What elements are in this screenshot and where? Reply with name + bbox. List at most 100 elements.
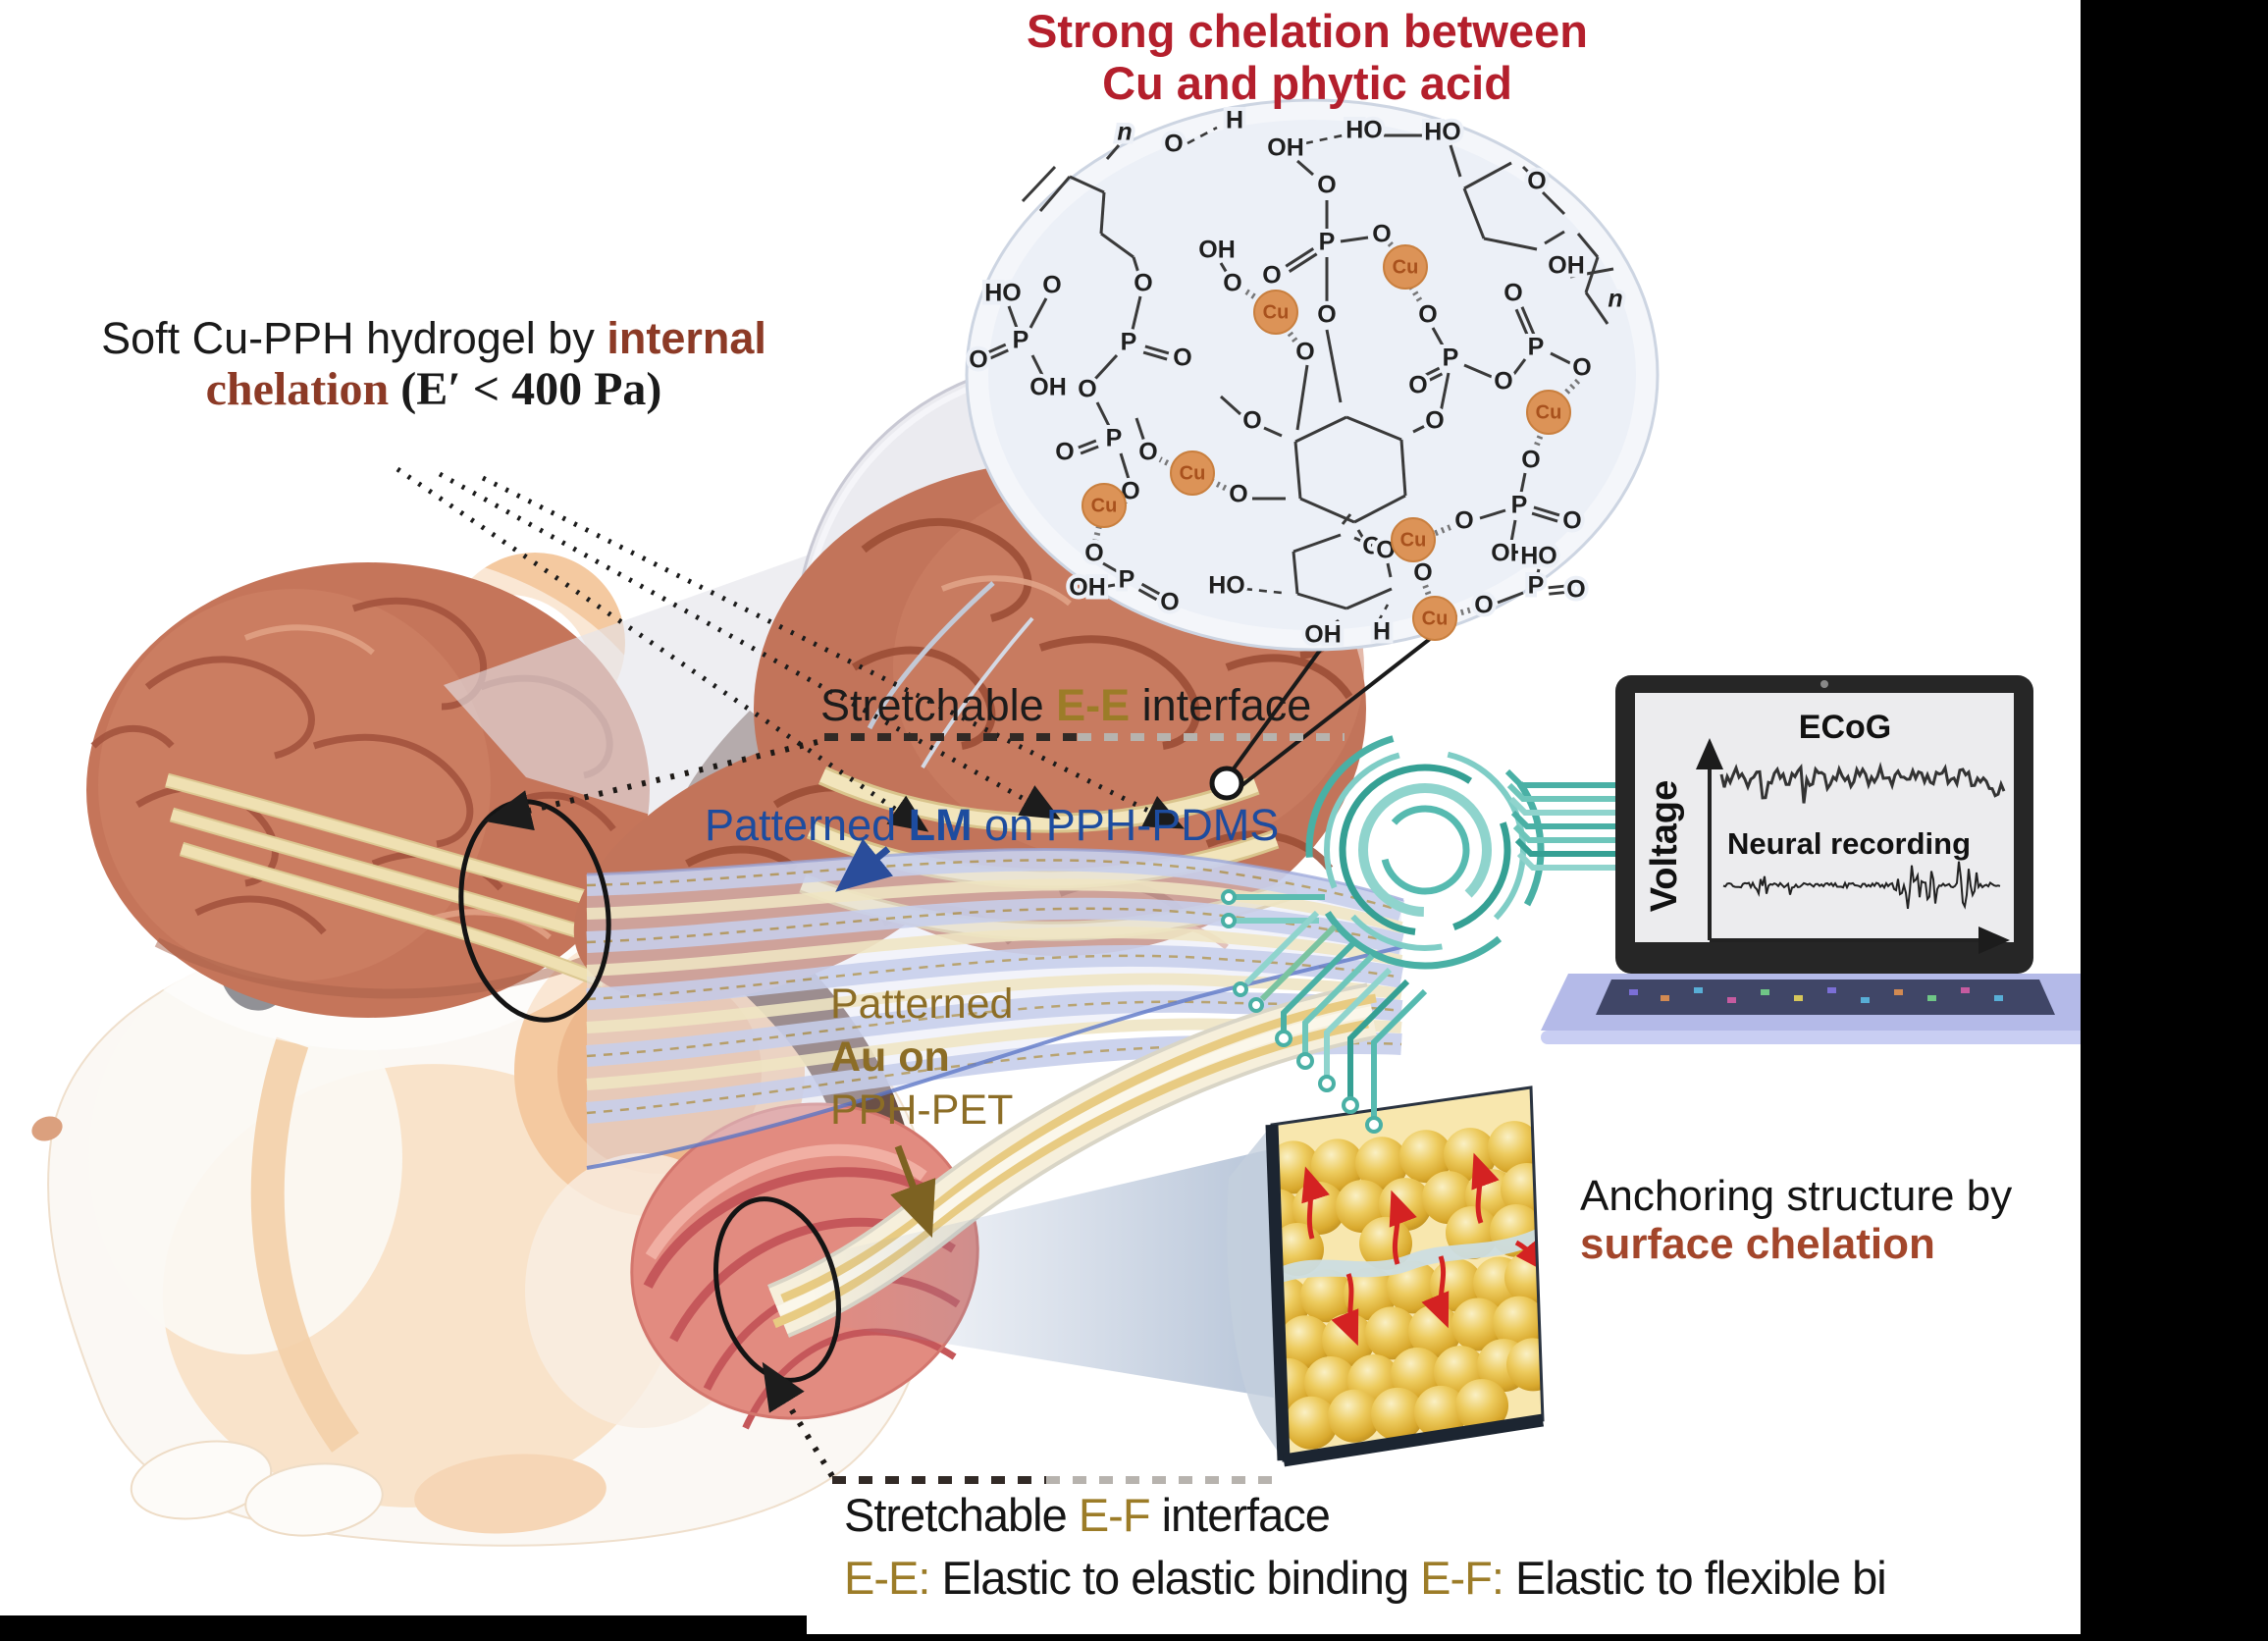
svg-text:Cu: Cu [1393,256,1419,278]
bottom-text-panel [807,1418,2081,1636]
soft-text: Soft Cu-PPH hydrogel by [101,313,607,363]
keyboard-speckles [1629,987,2003,1003]
mouse-chest [88,962,402,1354]
svg-text:O: O [1454,507,1473,535]
mouse-arm [250,1036,359,1453]
laptop-camera [1820,680,1828,688]
modulus-text: (E′ < 400 Pa) [389,363,662,416]
svg-text:P: P [1511,492,1528,519]
mouse-front-paw [130,1440,273,1520]
svg-text:Cu: Cu [1422,608,1449,629]
svg-text:Cu: Cu [1180,462,1206,484]
ecog-trace [1719,761,2006,804]
svg-text:O: O [1055,439,1074,466]
svg-text:Cu: Cu [1400,529,1427,551]
laptop-screen [1635,693,2014,942]
au-line3: PPH-PET [830,1086,1014,1135]
legend-ee: E-E: [844,1552,930,1604]
svg-text:O: O [1317,172,1336,199]
svg-text:Cu: Cu [1091,495,1118,516]
right-black-band [2081,0,2268,1641]
svg-text:OH: OH [1198,237,1236,264]
screen-plot: ECoG Neural recording Voltage [1644,709,2010,954]
svg-text:Cu: Cu [1263,301,1290,323]
mouse-nose [31,1116,63,1141]
svg-text:H: H [1373,618,1391,646]
svg-text:O: O [1413,559,1432,587]
svg-text:O: O [1262,262,1281,290]
laptop-lip [1541,1031,2108,1044]
svg-text:O: O [1425,407,1444,435]
svg-text:O: O [1160,589,1179,616]
svg-text:O: O [1223,270,1241,297]
svg-text:n: n [1608,286,1622,313]
svg-text:P: P [1119,566,1135,594]
au-line2: Au on [830,1033,950,1082]
binding-legend: E-E: Elastic to elastic binding E-F: Ela… [844,1552,1887,1605]
neural-trace [1722,861,2001,910]
anchoring-line2: surface chelation [1580,1220,1935,1269]
ecog-label: ECoG [1799,709,1891,746]
bottom-band-notch [807,1615,2081,1634]
svg-text:P: P [1013,327,1029,354]
svg-text:O: O [1229,481,1247,508]
laptop-keyboard [1596,979,2055,1015]
au-line1: Patterned [830,980,1014,1028]
svg-text:O: O [1134,270,1152,297]
lm-label: Patterned LM on PPH-PDMS [705,800,1280,850]
svg-text:P: P [1121,329,1137,356]
svg-text:P: P [1528,572,1545,600]
svg-text:OH: OH [1069,574,1106,602]
ee-interface-label: Stretchable E-E interface [820,680,1311,730]
svg-text:O: O [1503,280,1522,307]
svg-text:O: O [1474,592,1493,619]
svg-text:O: O [1138,439,1157,466]
svg-text:HO: HO [1208,572,1245,600]
lm-suffix: on PPH-PDMS [972,800,1280,850]
svg-text:HO: HO [1424,119,1461,146]
soft-hydrogel-label: Soft Cu-PPH hydrogel by internal chelati… [61,313,807,416]
svg-text:O: O [1566,576,1585,604]
lm-highlight: LM [908,800,973,850]
svg-text:OH: OH [1029,374,1067,401]
svg-text:O: O [1418,301,1437,329]
legend-ef-text: Elastic to flexible bi [1503,1552,1887,1604]
chelation-highlight: chelation [205,363,390,416]
lm-prefix: Patterned [705,800,909,850]
title-line1: Strong chelation between [1027,5,1588,57]
neural-recording-label: Neural recording [1727,826,1971,861]
svg-text:HO: HO [1345,117,1383,144]
gold-spheres [1272,1121,1543,1450]
svg-text:O: O [1173,344,1191,372]
voltage-axis-label: Voltage [1644,780,1685,912]
svg-text:O: O [1494,368,1512,396]
svg-text:O: O [1562,507,1581,535]
soft-line1: Soft Cu-PPH hydrogel by internal [61,313,807,363]
hydrogel-strips-mouse [165,772,607,988]
ef-prefix: Stretchable [844,1489,1079,1541]
title-line2: Cu and phytic acid [1102,56,1512,109]
svg-text:Cu: Cu [1536,401,1562,423]
svg-text:OH: OH [1548,252,1585,280]
svg-text:O: O [1521,447,1540,474]
ef-suffix: interface [1149,1489,1331,1541]
ef-highlight: E-F [1078,1489,1151,1541]
svg-text:P: P [1106,425,1123,452]
legend-ef: E-F: [1420,1552,1504,1604]
ef-zoom-funnel [807,1148,1274,1398]
ef-interface-label: Stretchable E-F interface [844,1489,1331,1542]
electrode-marker-circle [1209,766,1244,801]
svg-text:OH: OH [1491,540,1528,567]
callout-lines [396,466,1345,1484]
svg-text:P: P [1528,334,1545,361]
crack-interface [1278,1227,1541,1284]
svg-text:O: O [1042,272,1061,299]
svg-text:OH: OH [1267,134,1304,162]
bubble-tail-2 [921,616,1034,769]
svg-text:O: O [1078,376,1096,403]
svg-text:O: O [1317,301,1336,329]
soft-line2: chelation (E′ < 400 Pa) [61,363,807,416]
